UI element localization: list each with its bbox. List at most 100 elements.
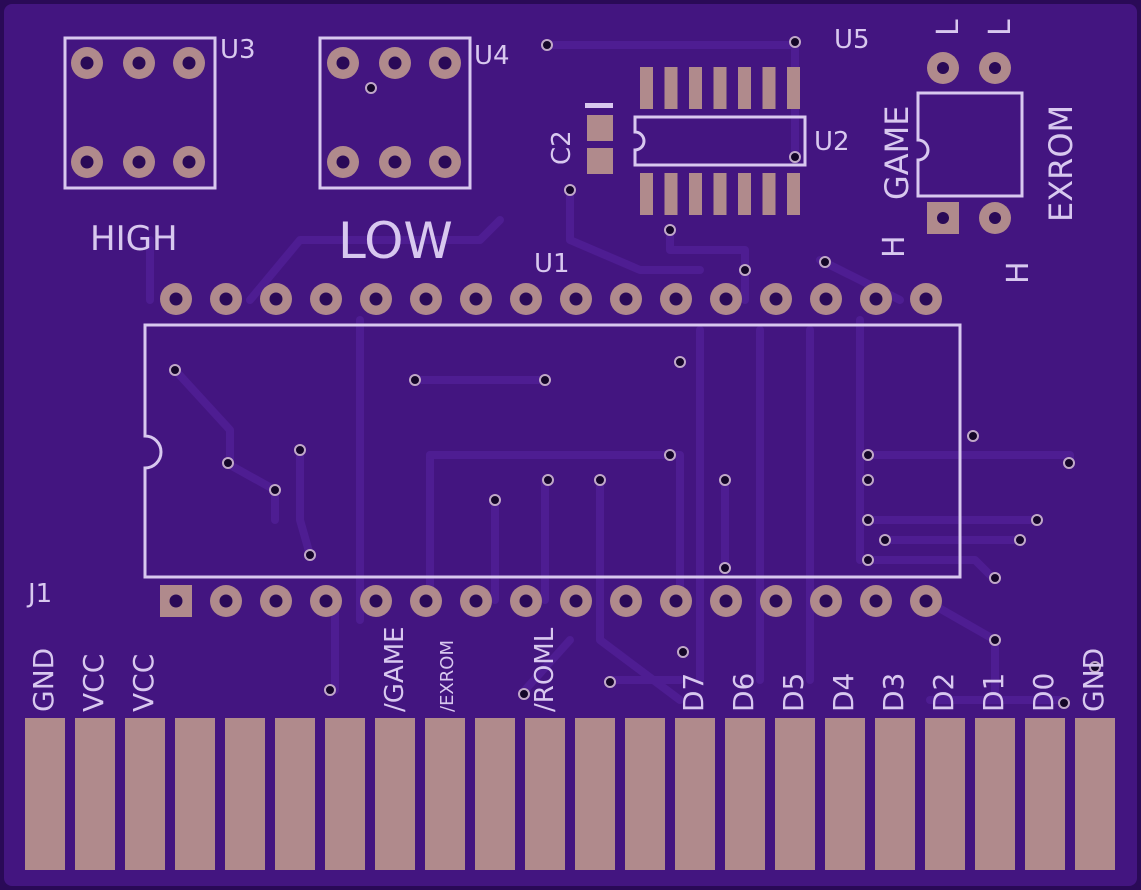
u1-pad [510,585,542,617]
u1-pad [410,283,442,315]
edge-pin-label: GND [1077,648,1110,712]
edge-finger [275,718,315,870]
via [542,474,554,486]
edge-pin-label: D6 [727,673,760,712]
edge-finger [975,718,1015,870]
via [862,554,874,566]
via [294,444,306,456]
via [967,430,979,442]
game-h-label: H [877,235,912,258]
u3-pad [71,47,103,79]
edge-pin-label: D7 [677,673,710,712]
edge-finger [875,718,915,870]
edge-finger [825,718,865,870]
u1-pad [560,283,592,315]
u1-pad [860,283,892,315]
via [1063,457,1075,469]
u1-pad [660,283,692,315]
via [1014,534,1026,546]
u3-pad [173,47,205,79]
via [564,184,576,196]
u2-pad [664,173,678,215]
u5-jumper: U5 L L GAME EXROM H H [834,19,1080,284]
u3-pad [123,47,155,79]
u2-pad [762,173,776,215]
u1-pad [410,585,442,617]
u3-pad [173,146,205,178]
substrate [4,4,1137,886]
u1-pad [560,585,592,617]
via [862,514,874,526]
u2-pad [762,67,776,109]
u3-pad [71,146,103,178]
u2-pad [738,173,751,215]
u3-socket: U3 [63,35,256,190]
via [862,474,874,486]
u4-pad [327,146,359,178]
exrom-l-label: L [983,19,1018,36]
exrom-label: EXROM [1042,105,1080,222]
u2-pad [640,67,653,109]
u1-pad [160,283,192,315]
edge-finger [375,718,415,870]
via [304,549,316,561]
game-l-label: L [931,19,966,36]
u1-pad [510,283,542,315]
edge-pin-label: /GAME [380,626,410,712]
via [594,474,606,486]
u1-pad [310,283,342,315]
edge-pin-label: D5 [777,673,810,712]
via [719,474,731,486]
edge-pin-label: VCC [127,654,160,712]
via [674,356,686,368]
c2-capacitor: C2 [547,103,613,174]
edge-pin-label: D3 [877,673,910,712]
u3-pad [123,146,155,178]
via [819,256,831,268]
via [541,39,553,51]
high-label: HIGH [90,219,178,259]
u2-pad [689,173,702,215]
u1-pad [760,585,792,617]
u1-pad [810,283,842,315]
edge-finger [225,718,265,870]
edge-finger [575,718,615,870]
u1-pad [910,283,942,315]
via [539,374,551,386]
j1-label: J1 [26,579,52,609]
low-label: LOW [338,212,453,270]
via [739,264,751,276]
u1-pad [210,585,242,617]
u2-pad [787,173,800,215]
u1-pad [210,283,242,315]
c2-label: C2 [547,130,577,165]
via [222,457,234,469]
u4-pad [429,47,461,79]
via [664,224,676,236]
edge-pin-label: /EXROM [437,640,458,712]
u2-chip: U2 [633,67,850,215]
u5-label: U5 [834,25,870,55]
u2-pad [713,173,727,215]
u2-pad [664,67,678,109]
u2-pad [713,67,727,109]
u4-socket: U4 [318,36,510,190]
via [324,684,336,696]
via [365,82,377,94]
edge-finger [425,718,465,870]
u1-pad [660,585,692,617]
u1-pad [810,585,842,617]
edge-pin-label: D1 [977,673,1010,712]
via [489,494,501,506]
edge-finger [625,718,665,870]
via [677,646,689,658]
edge-pin-label: VCC [77,654,110,712]
edge-finger [475,718,515,870]
u1-pad [910,585,942,617]
via [879,534,891,546]
u1-pad [860,585,892,617]
via [719,562,731,574]
u2-pad [640,173,653,215]
u2-pad [689,67,702,109]
